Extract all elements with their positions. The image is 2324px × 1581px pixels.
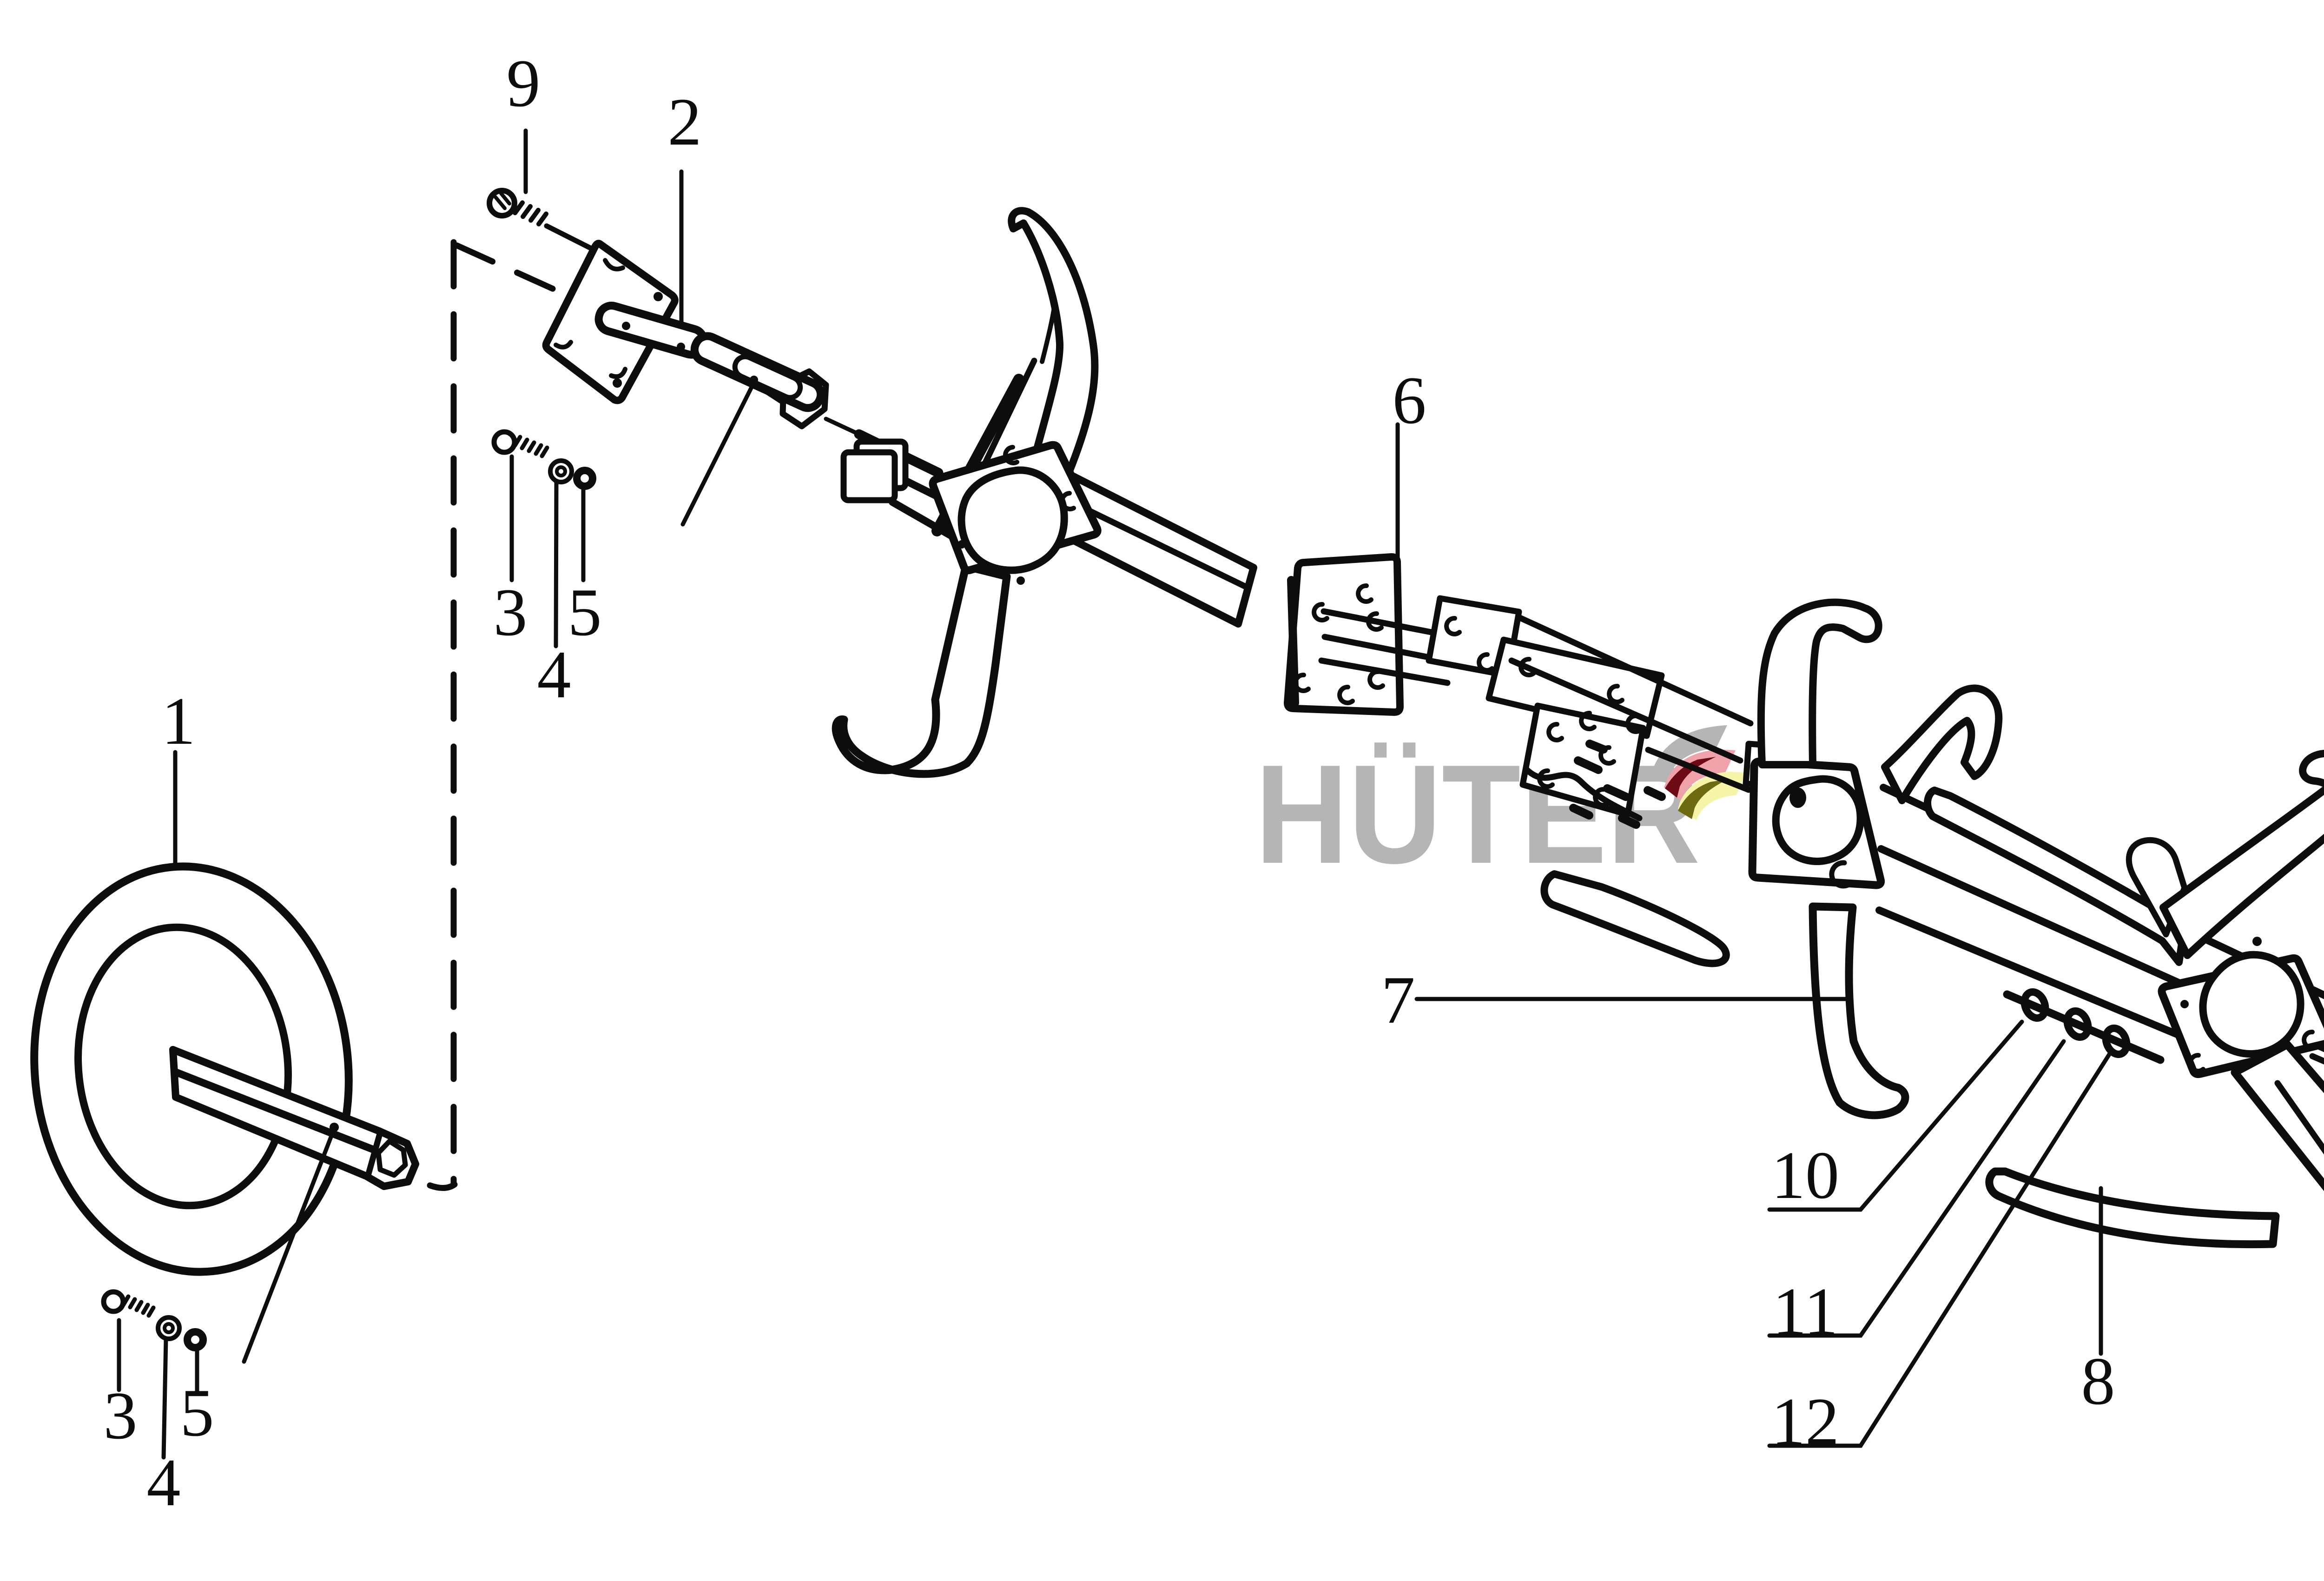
svg-text:9: 9 (507, 46, 541, 121)
svg-text:1: 1 (162, 683, 196, 759)
svg-text:4: 4 (537, 637, 571, 712)
svg-text:6: 6 (1393, 363, 1426, 438)
svg-text:3: 3 (494, 575, 528, 650)
svg-text:2: 2 (668, 84, 702, 159)
svg-text:3: 3 (104, 1378, 138, 1453)
svg-text:5: 5 (568, 575, 602, 650)
svg-text:4: 4 (147, 1445, 181, 1520)
svg-text:12: 12 (1771, 1384, 1839, 1459)
svg-text:5: 5 (180, 1375, 214, 1450)
svg-text:10: 10 (1771, 1138, 1839, 1213)
svg-text:7: 7 (1381, 962, 1415, 1038)
svg-text:8: 8 (2081, 1343, 2115, 1419)
svg-text:11: 11 (1773, 1274, 1838, 1349)
